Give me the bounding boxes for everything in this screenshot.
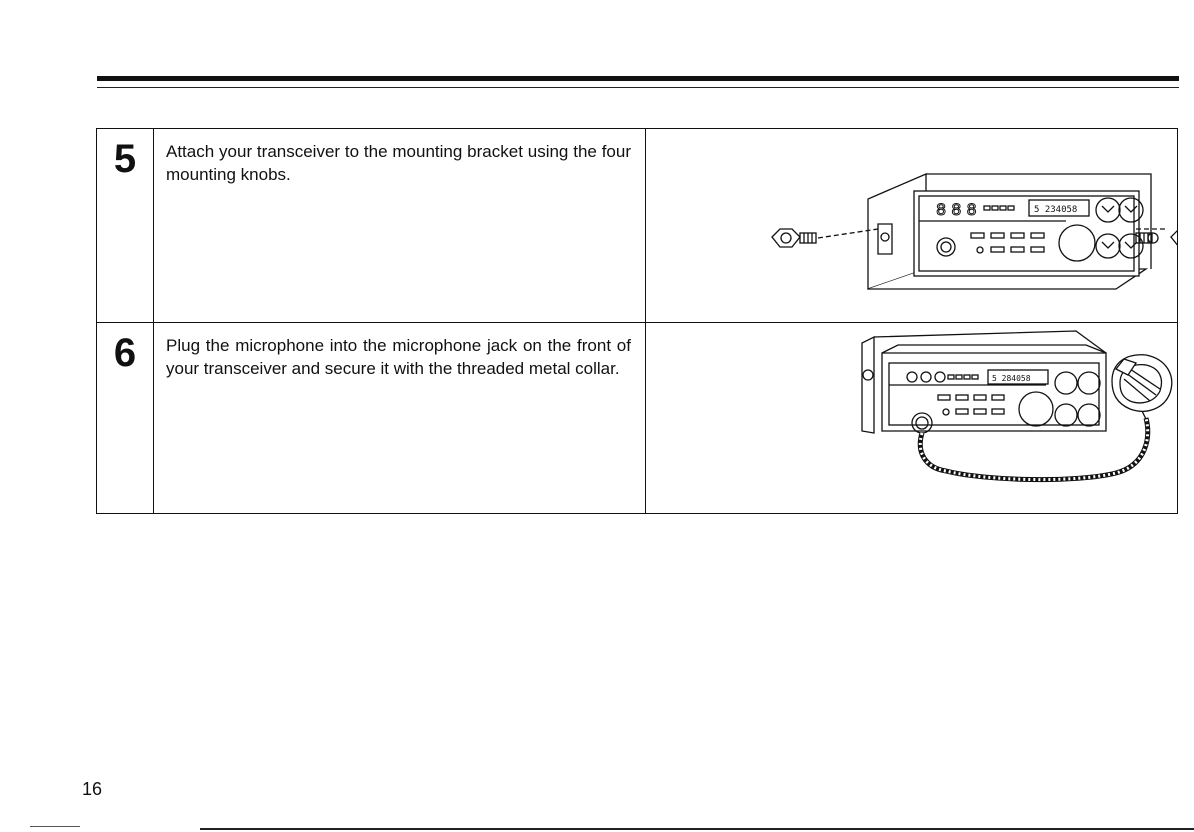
svg-text:8 8 8: 8 8 8 xyxy=(936,200,977,219)
step-number: 6 xyxy=(97,331,153,375)
footer-rule xyxy=(200,828,1194,830)
step-instruction: Attach your transceiver to the mounting … xyxy=(166,140,631,186)
svg-text:5 284058: 5 284058 xyxy=(992,374,1031,383)
header-rule-thick xyxy=(97,76,1179,81)
step-text-cell: Plug the microphone into the microphone … xyxy=(154,323,646,513)
steps-table: 5 Attach your transceiver to the mountin… xyxy=(96,128,1178,514)
step-figure-cell: 5 234058 8 8 8 xyxy=(646,129,1177,322)
step-number-cell: 5 xyxy=(97,129,154,322)
step-row-6: 6 Plug the microphone into the microphon… xyxy=(97,323,1177,513)
step-figure-cell: 5 284058 xyxy=(646,323,1177,513)
footer-rule-short xyxy=(30,826,80,827)
svg-text:5 234058: 5 234058 xyxy=(1034,205,1077,215)
step-number-cell: 6 xyxy=(97,323,154,513)
step-instruction: Plug the microphone into the microphone … xyxy=(166,334,631,380)
header-rule-thin xyxy=(97,87,1179,88)
microphone-connection-illustration: 5 284058 xyxy=(646,323,1177,513)
bracket-mounting-illustration: 5 234058 8 8 8 xyxy=(646,129,1177,323)
step-row-5: 5 Attach your transceiver to the mountin… xyxy=(97,129,1177,323)
step-number: 5 xyxy=(97,137,153,181)
page-number: 16 xyxy=(82,778,102,800)
step-text-cell: Attach your transceiver to the mounting … xyxy=(154,129,646,322)
